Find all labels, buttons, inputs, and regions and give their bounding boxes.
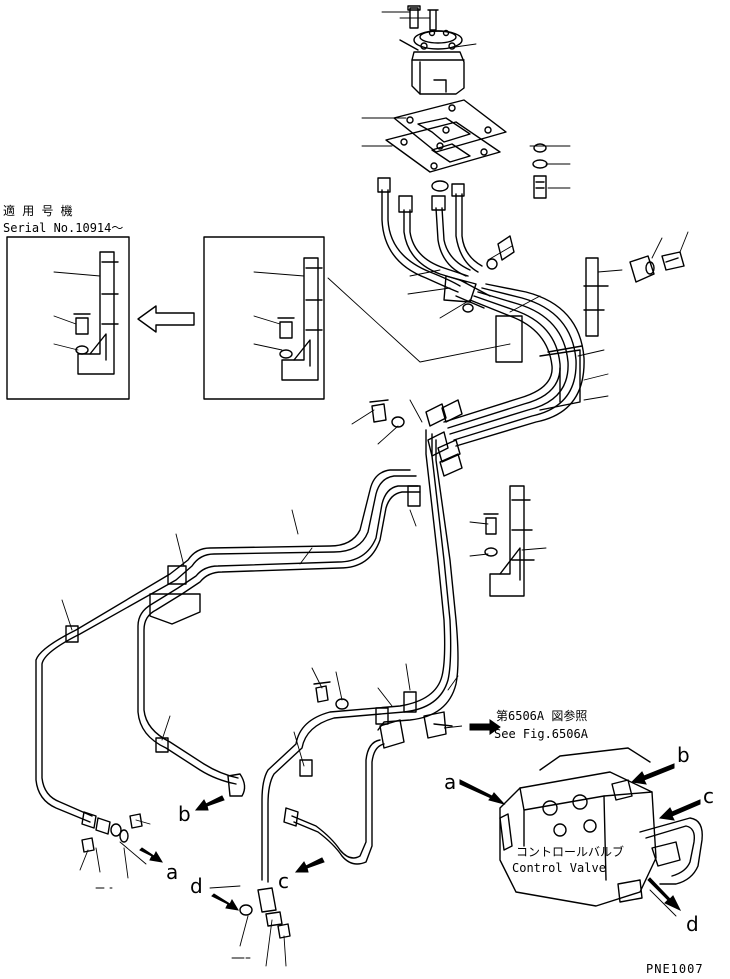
arrow-c-right <box>658 799 701 821</box>
control-valve-en: Control Valve <box>512 861 606 875</box>
control-valve <box>499 747 703 907</box>
main-tube-bundle <box>443 283 585 447</box>
serial-note-en: Serial No.10914～ <box>3 221 124 235</box>
arrow-d-bottom <box>211 893 239 911</box>
arrow-a-bottom <box>139 847 163 863</box>
control-valve-jp: コントロールバルブ <box>516 845 625 859</box>
arrow-c-mid <box>294 857 325 873</box>
letter-a-right: a <box>444 770 457 794</box>
arrow-b-mid <box>194 795 225 811</box>
inset-boxes <box>6 236 325 400</box>
letter-a-bottom: a <box>166 860 179 884</box>
leader-lines <box>53 11 689 967</box>
fig-reference-jp: 第6506A 図参照 <box>496 709 588 723</box>
bolt-set-middle <box>313 399 405 710</box>
serial-note-jp: 適 用 号 機 <box>3 204 73 218</box>
tube-end-fittings <box>81 399 463 939</box>
inset-arrow <box>137 305 195 333</box>
arrow-a-right <box>459 779 506 805</box>
letter-c-right: c <box>703 784 714 808</box>
connection-arrows <box>139 719 701 912</box>
valve-gaskets <box>385 99 507 173</box>
letter-d-right: d <box>686 912 699 936</box>
letter-b-mid: b <box>178 802 191 826</box>
letter-b-right: b <box>677 743 690 767</box>
fig-ref-arrow <box>469 719 501 735</box>
ppc-hoses <box>377 177 491 309</box>
tube-bracket <box>483 485 535 597</box>
bolt-set-top <box>462 143 548 313</box>
tube-clamps <box>65 485 453 777</box>
drawing-code: PNE1007 <box>646 962 704 976</box>
ppc-valve <box>399 5 465 95</box>
letter-d-bottom: d <box>190 874 203 898</box>
letter-c-mid: c <box>278 869 289 893</box>
fig-reference-en: See Fig.6506A <box>494 727 588 741</box>
arrow-b-right <box>630 763 675 785</box>
lower-tubes <box>35 429 459 883</box>
bracket-clamp <box>583 251 685 337</box>
arrow-d-right <box>647 877 682 912</box>
